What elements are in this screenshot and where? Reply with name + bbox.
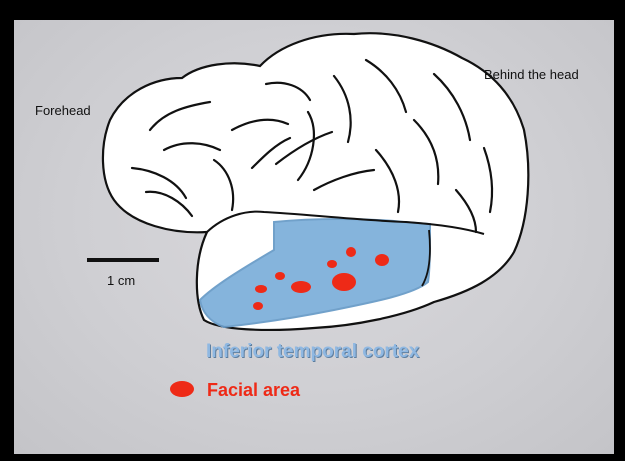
slide: Forehead Behind the head 1 cm Inferior t… <box>14 20 614 454</box>
legend-facial-area-label: Facial area <box>207 380 300 401</box>
facial-spot <box>253 302 263 310</box>
brain-diagram <box>14 20 614 454</box>
facial-spot <box>291 281 311 293</box>
facial-spot <box>255 285 267 293</box>
facial-spot <box>275 272 285 280</box>
scale-label: 1 cm <box>107 273 135 288</box>
label-forehead: Forehead <box>35 103 91 118</box>
facial-spot <box>375 254 389 266</box>
facial-area-legend-marker <box>170 381 194 397</box>
facial-spot <box>346 247 356 257</box>
label-inferior-temporal-cortex: Inferior temporal cortex <box>206 341 419 363</box>
facial-spot <box>327 260 337 268</box>
facial-spot <box>332 273 356 291</box>
label-behind-head: Behind the head <box>484 67 579 82</box>
